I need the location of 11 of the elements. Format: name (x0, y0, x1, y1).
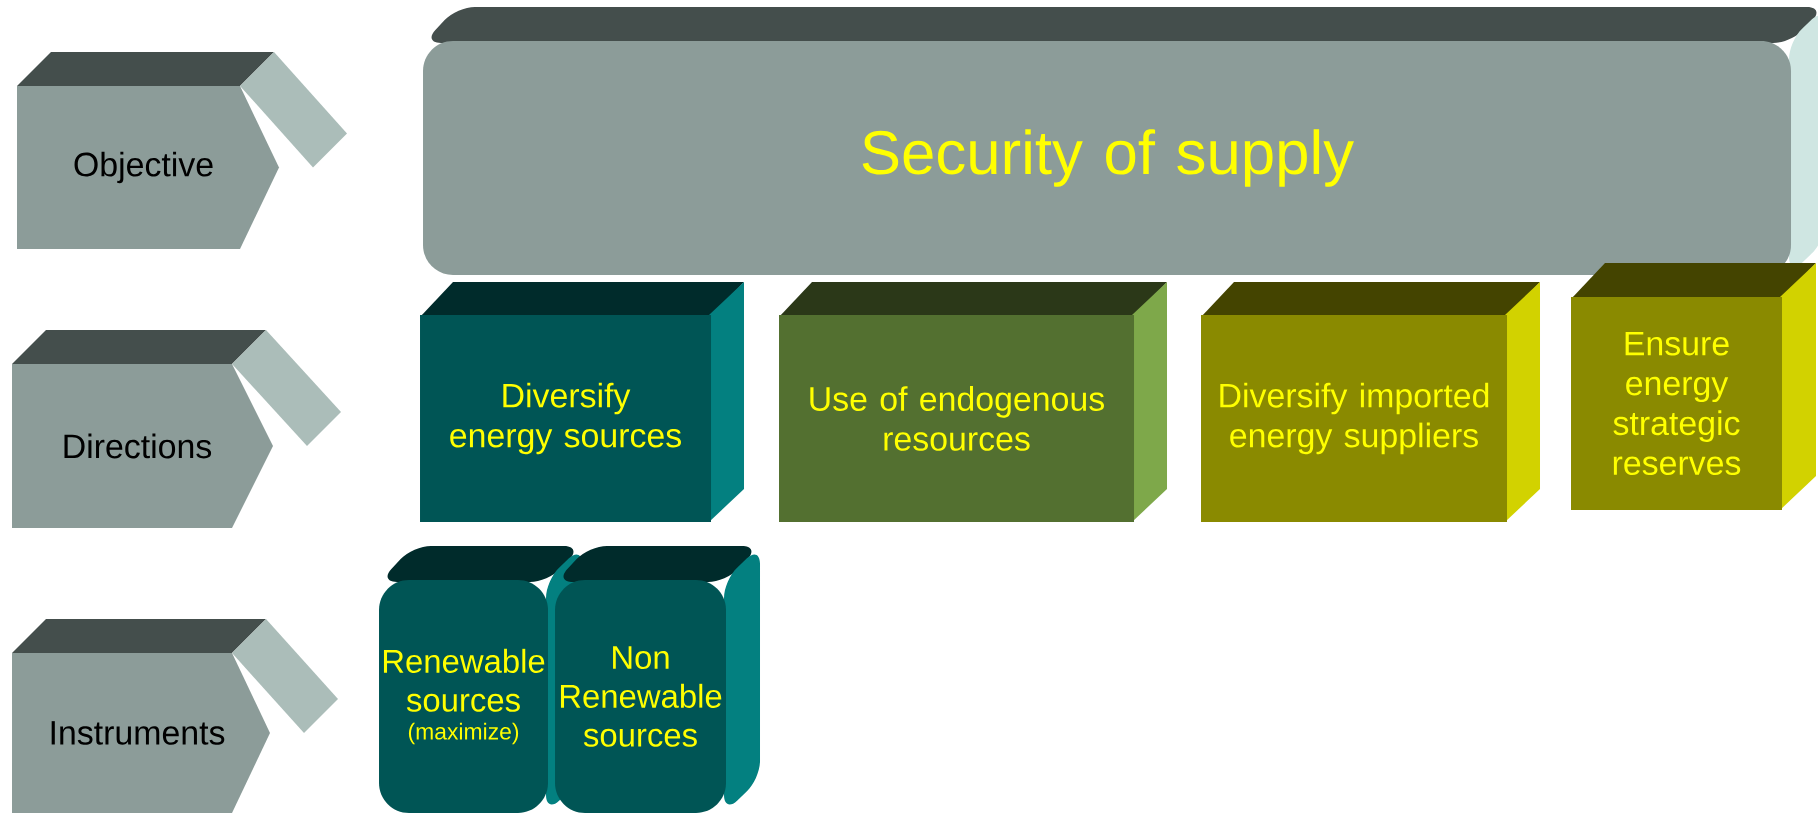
cuboid-block: Ensure energy strategic reserves (1571, 263, 1816, 510)
cuboid-block: Use of endogenous resources (779, 282, 1167, 522)
chevron-block: Instruments (12, 619, 338, 813)
cuboid-block: Diversify energy sources (420, 282, 744, 522)
chevron-block: Directions (12, 330, 341, 528)
node-label: (maximize) (408, 722, 519, 745)
rounded-block: Security of supply (423, 7, 1818, 275)
cuboid-block: Diversify imported energy suppliers (1201, 282, 1540, 522)
chevron-block: Objective (17, 52, 347, 249)
node-label: Renewable sources (383, 648, 545, 712)
rounded-block: Non Renewable sources (555, 546, 760, 813)
